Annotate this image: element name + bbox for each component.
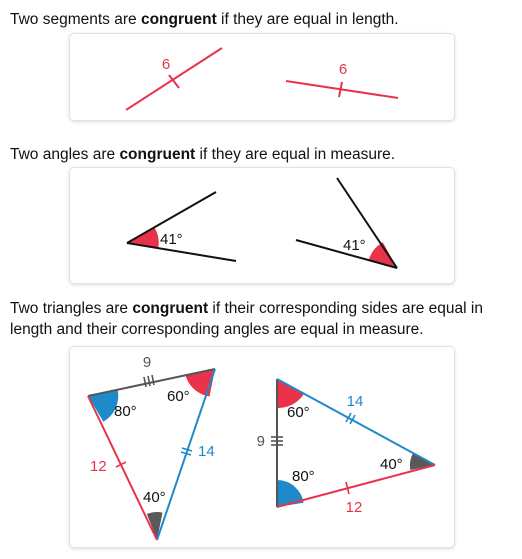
angle-left-measure: 41°	[160, 231, 183, 248]
triangle-left-side-left	[87, 395, 158, 541]
triangle-right-left-side-length: 9	[257, 433, 265, 450]
angle-left-arc	[127, 227, 159, 249]
statement-keyword: congruent	[119, 146, 196, 163]
statement-text: Two segments are	[10, 11, 141, 28]
statement-text: Two angles are	[10, 146, 120, 163]
triangle-left-side-right	[156, 368, 216, 541]
tick-mark	[168, 74, 180, 89]
triangle-right-angle-bottom	[277, 480, 304, 507]
statement-text: Two triangles are	[10, 300, 133, 317]
statement-keyword: congruent	[140, 11, 217, 28]
triangle-left-angle-left	[88, 389, 119, 422]
triangle-right-side-top	[276, 378, 436, 466]
tick-mark-double	[345, 412, 356, 425]
tick-mark-single	[115, 461, 127, 468]
statement-keyword: congruent	[132, 300, 209, 317]
segment-right-length: 6	[339, 61, 347, 78]
statement-text: if they are equal in length.	[216, 11, 399, 28]
angle-right-measure: 41°	[343, 237, 366, 254]
segment-right	[285, 80, 399, 99]
tick-mark-triple	[271, 436, 283, 446]
triangle-left-angle-left-measure: 80°	[114, 403, 137, 420]
angles-statement: Two angles are congruent if they are equ…	[10, 144, 510, 165]
triangle-left-angle-bottom-measure: 40°	[143, 489, 166, 506]
triangle-left-angle-bottom	[146, 512, 163, 540]
triangles-card	[70, 347, 454, 547]
segment-left-length: 6	[162, 56, 170, 73]
triangle-right-side-bottom	[276, 464, 436, 508]
triangle-right-bottom-side-length: 12	[346, 499, 363, 516]
triangle-right-angle-right-measure: 40°	[380, 456, 403, 473]
triangle-left	[87, 368, 216, 541]
statement-text: if they are equal in measure.	[195, 146, 396, 163]
triangle-left-right-side-length: 14	[198, 443, 215, 460]
triangle-right-top-side-length: 14	[347, 393, 364, 410]
triangle-right-angle-bottom-measure: 80°	[292, 468, 315, 485]
segments-statement: Two segments are congruent if they are e…	[10, 9, 510, 30]
tick-mark	[338, 81, 343, 98]
angle-right	[295, 177, 398, 269]
triangle-right-angle-top-measure: 60°	[287, 404, 310, 421]
triangle-left-side-top	[87, 368, 216, 397]
tick-mark-triple	[143, 374, 155, 388]
segment-left	[125, 47, 223, 111]
triangle-right-angle-top	[277, 379, 304, 409]
triangle-left-angle-right-measure: 60°	[167, 388, 190, 405]
triangles-statement: Two triangles are congruent if their cor…	[10, 298, 516, 340]
triangle-left-top-side-length: 9	[143, 354, 151, 371]
angle-left	[126, 191, 237, 262]
statement-text: if their corresponding sides are equal i…	[10, 300, 483, 338]
tick-mark-double	[180, 447, 193, 456]
triangle-left-left-side-length: 12	[90, 458, 107, 475]
triangle-right	[271, 378, 436, 508]
tick-mark-single	[345, 481, 350, 495]
